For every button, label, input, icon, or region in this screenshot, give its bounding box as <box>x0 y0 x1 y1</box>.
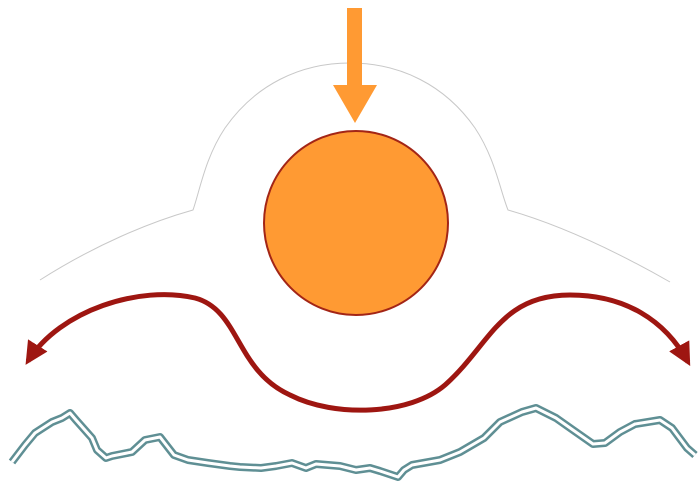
ground-line <box>12 408 695 477</box>
orange-circle <box>264 131 448 315</box>
down-arrow <box>333 8 377 123</box>
